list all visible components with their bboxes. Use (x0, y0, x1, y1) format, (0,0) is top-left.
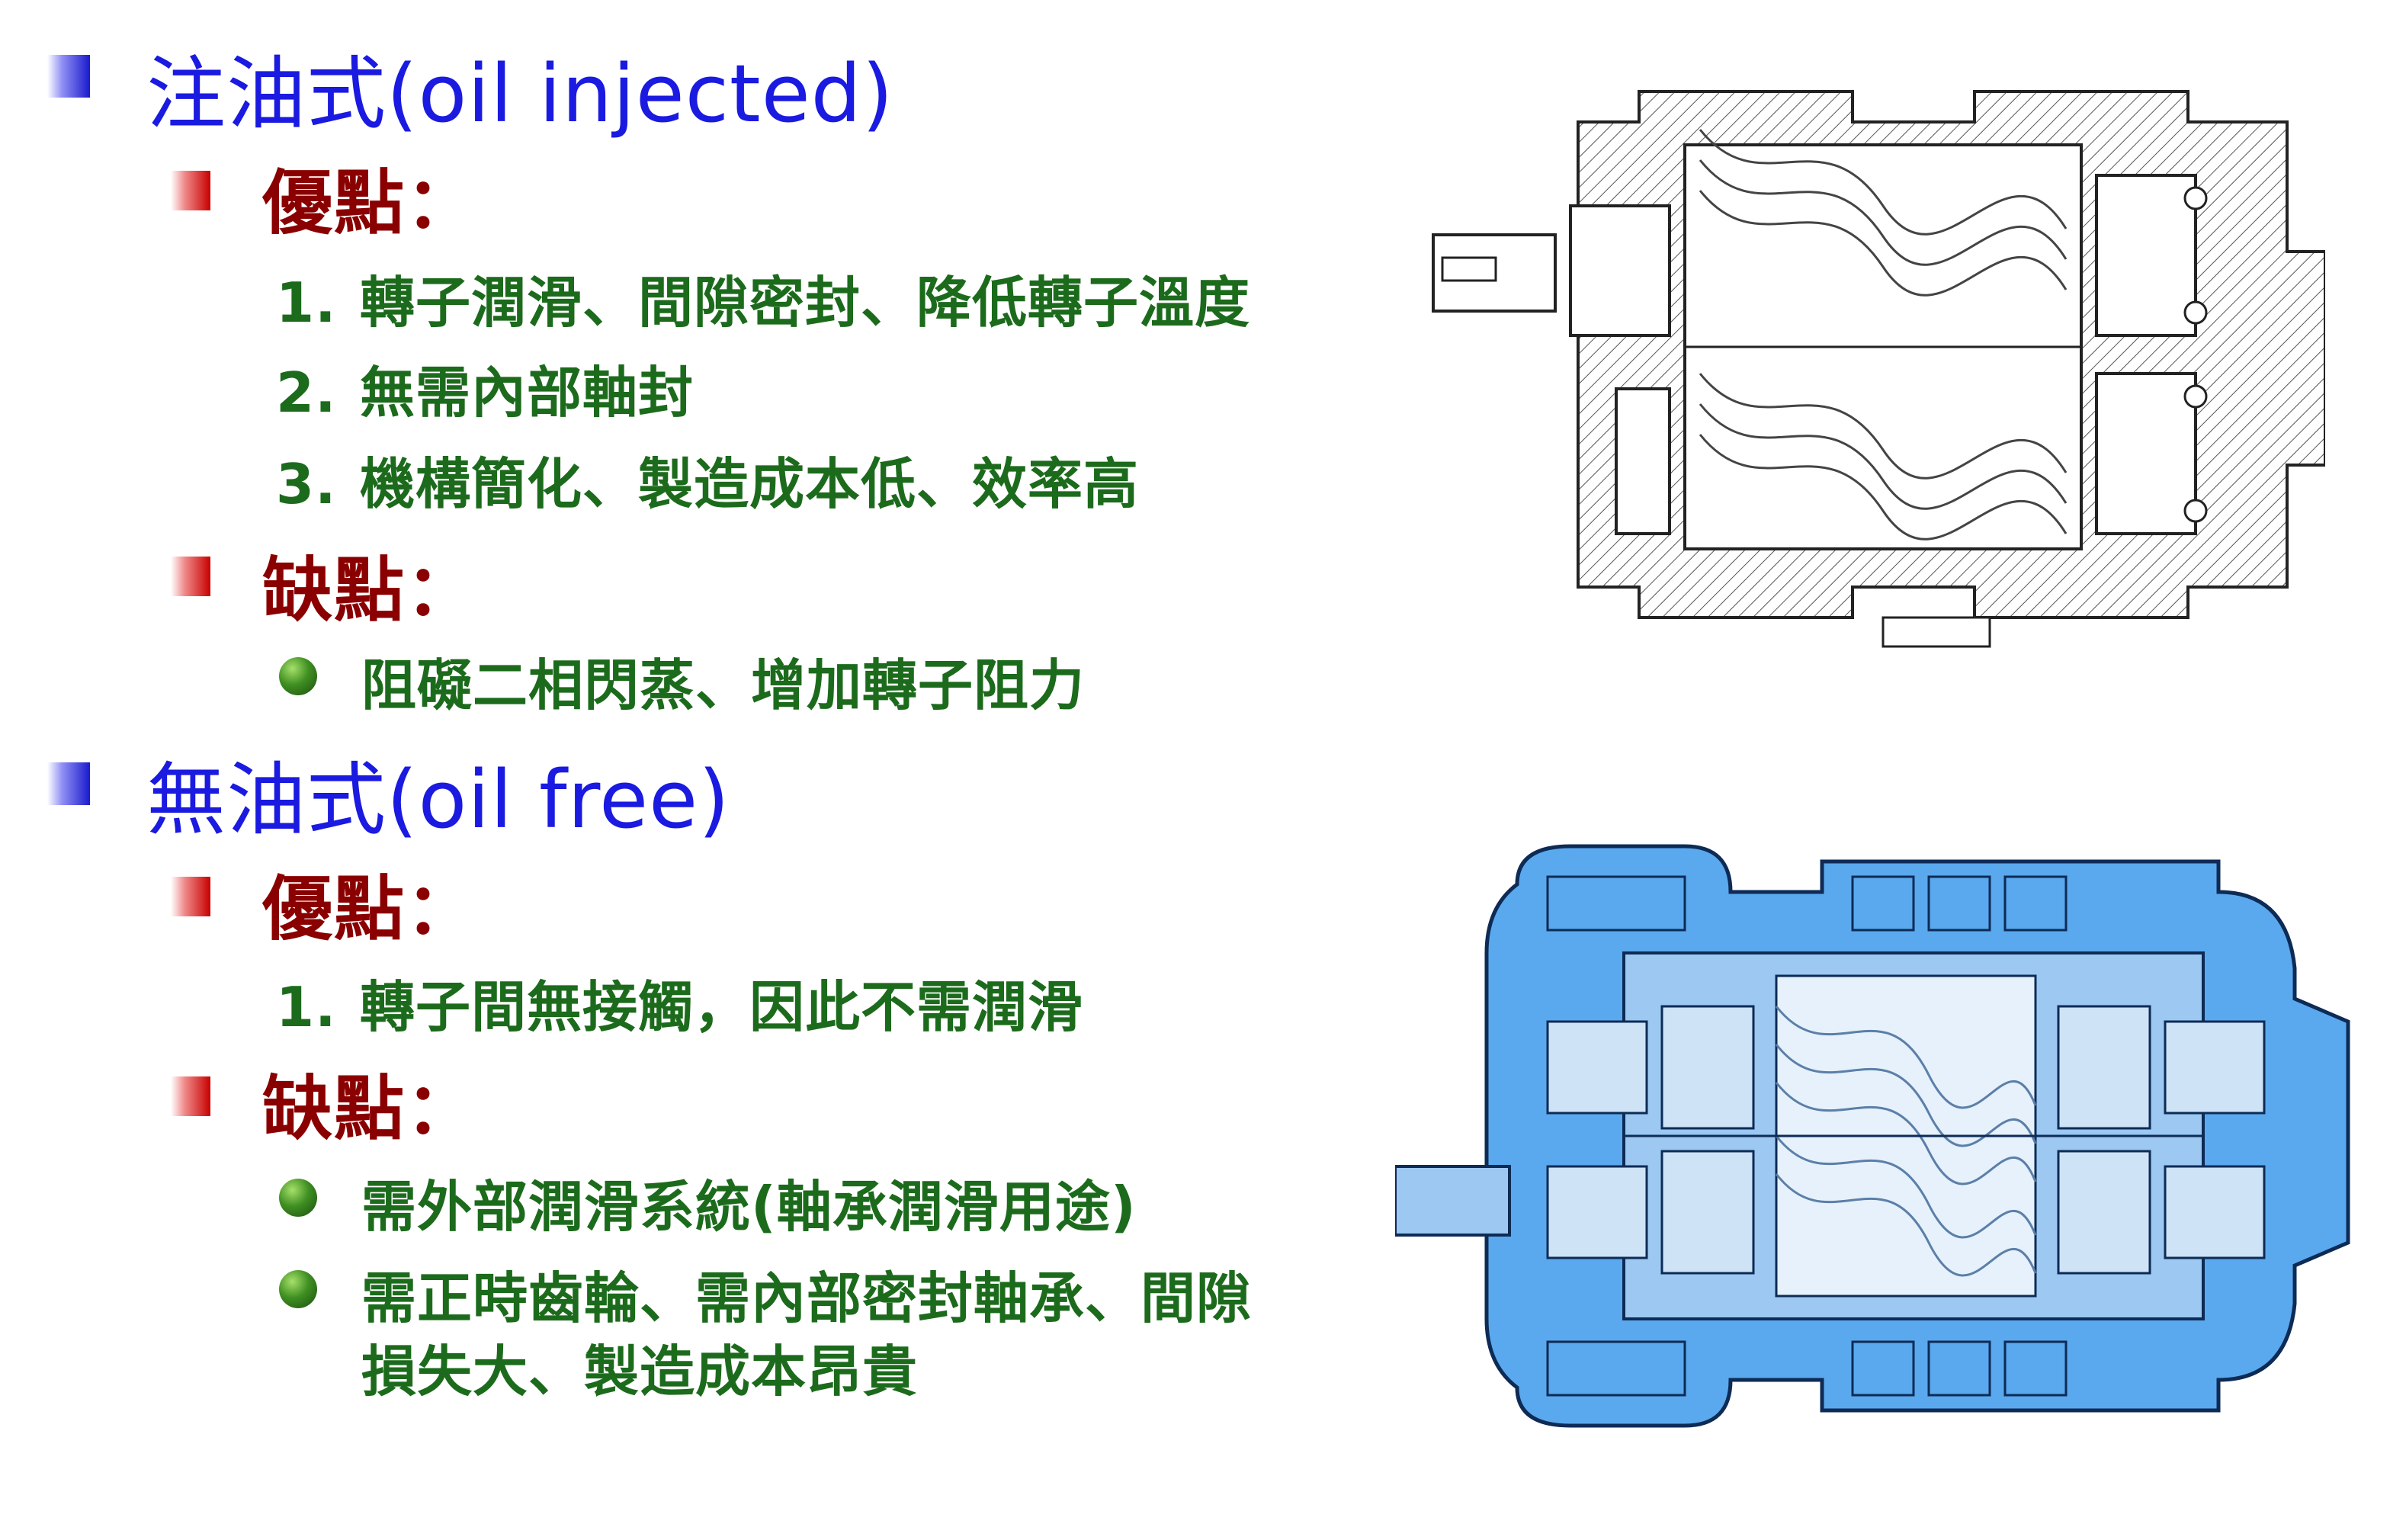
pros-label: 優點： (262, 868, 478, 950)
list-item: 1. 轉子間無接觸，因此不需潤滑 (276, 962, 1083, 1042)
list-text: 無需內部軸封 (360, 361, 695, 425)
green-dot-bullet-icon (279, 657, 317, 695)
cons-label: 缺點： (262, 1068, 478, 1150)
list-item: 3. 機構簡化、製造成本低、效率高 (276, 439, 1139, 519)
section-heading-oil-injected: 注油式(oil injected) (146, 47, 894, 140)
list-item: 1. 轉子潤滑、間隙密封、降低轉子溫度 (276, 258, 1250, 338)
section-bullet-blue-square (47, 762, 90, 805)
pros-bullet-red-square (171, 171, 210, 210)
section-heading-oil-free: 無油式(oil free) (146, 753, 730, 846)
pros-bullet-red-square (171, 877, 210, 916)
list-text: 損失大、製造成本昂貴 (361, 1339, 919, 1404)
section-bullet-blue-square (47, 55, 90, 98)
list-text: 需正時齒輪、需內部密封軸承、間隙 (361, 1266, 1253, 1330)
list-text: 機構簡化、製造成本低、效率高 (360, 452, 1140, 516)
green-dot-bullet-icon (279, 1270, 317, 1308)
list-text: 轉子潤滑、間隙密封、降低轉子溫度 (360, 271, 1251, 335)
oil-injected-compressor-drawing (1432, 90, 2325, 648)
oil-free-compressor-drawing (1395, 844, 2350, 1428)
list-text: 轉子間無接觸，因此不需潤滑 (360, 975, 1084, 1039)
list-number: 1. (276, 975, 337, 1039)
cons-bullet-red-square (171, 1076, 210, 1116)
list-item: 2. 無需內部軸封 (276, 348, 694, 428)
cons-label: 缺點： (262, 550, 478, 631)
list-number: 2. (276, 361, 337, 425)
list-text: 需外部潤滑系統(軸承潤滑用途) (361, 1175, 1137, 1239)
pros-label: 優點： (262, 162, 478, 244)
cons-bullet-red-square (171, 557, 210, 596)
list-number: 3. (276, 452, 337, 516)
green-dot-bullet-icon (279, 1179, 317, 1217)
list-text: 阻礙二相閃蒸、增加轉子阻力 (361, 653, 1086, 717)
list-number: 1. (276, 271, 337, 335)
